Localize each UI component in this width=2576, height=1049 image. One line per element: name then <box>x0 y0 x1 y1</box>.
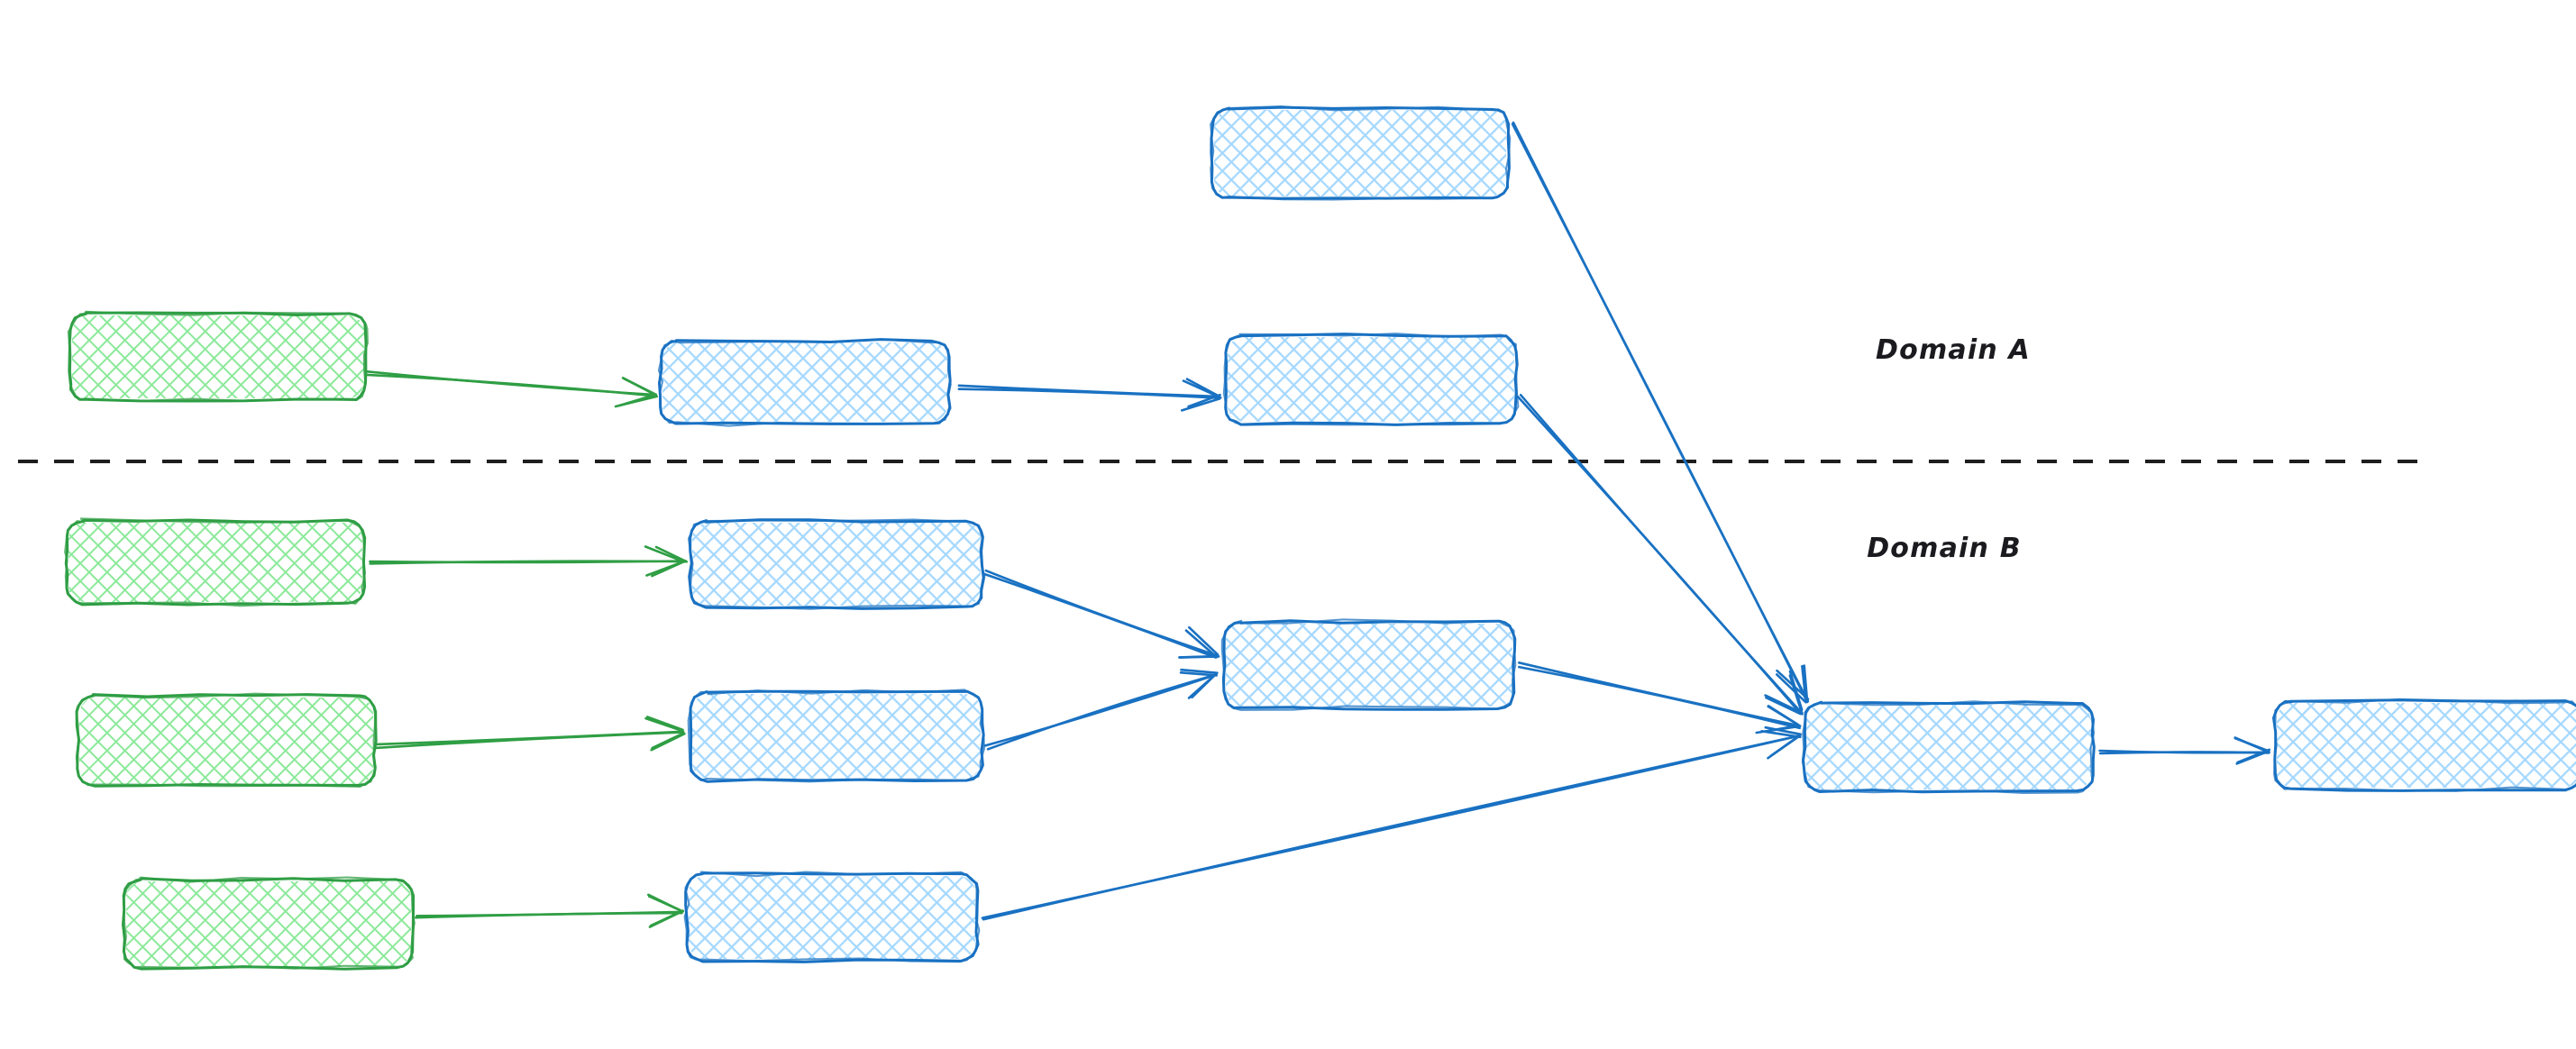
edge-b-source-2-to-b-stage-2 <box>374 716 686 752</box>
node-a-source-1[interactable] <box>67 310 369 403</box>
node-fill <box>126 881 411 966</box>
labels-layer: Domain A Domain B <box>1867 334 2031 564</box>
node-outline <box>683 871 981 963</box>
node-b-source-2[interactable] <box>75 692 378 788</box>
edge-a-stage-2-to-b-hub <box>1516 394 1804 716</box>
node-outline <box>1222 333 1520 426</box>
edge-a-source-1-to-a-stage-1 <box>364 369 659 408</box>
node-a-top-node[interactable] <box>1210 105 1512 201</box>
node-fill <box>72 315 364 398</box>
edge-b-source-1-to-b-stage-1 <box>369 545 689 578</box>
node-outline <box>2273 698 2576 792</box>
node-outline <box>1220 618 1517 711</box>
node-b-source-3[interactable] <box>122 876 416 971</box>
node-fill <box>1228 337 1514 422</box>
node-b-merge[interactable] <box>1220 618 1517 711</box>
edge-b-stage-1-to-b-merge <box>982 569 1220 659</box>
label-domain-b: Domain B <box>1867 533 2022 564</box>
nodes-layer <box>64 105 2576 971</box>
node-fill <box>692 694 981 779</box>
node-fill <box>1214 110 1506 196</box>
node-b-hub[interactable] <box>1801 700 2096 794</box>
node-fill <box>1226 624 1512 707</box>
node-b-source-1[interactable] <box>64 517 367 607</box>
node-fill <box>1806 705 2091 789</box>
edge-b-merge-to-b-hub <box>1518 661 1802 734</box>
node-outline <box>64 517 366 607</box>
node-outline <box>1221 619 1517 711</box>
node-fill <box>2277 703 2576 788</box>
edge-b-hub-to-b-output <box>2098 736 2270 765</box>
node-outline <box>1802 700 2096 794</box>
node-outline <box>688 518 986 610</box>
node-fill <box>69 523 362 602</box>
node-a-stage-2[interactable] <box>1222 333 1520 426</box>
edge-b-source-3-to-b-stage-3 <box>415 893 685 928</box>
node-a-stage-1[interactable] <box>657 338 952 427</box>
node-outline <box>67 310 369 402</box>
node-fill <box>692 523 981 606</box>
edges-layer <box>364 121 2270 928</box>
node-outline <box>75 692 377 788</box>
node-outline <box>687 689 985 783</box>
node-outline <box>1801 700 2096 794</box>
edge-b-stage-3-to-b-hub <box>981 725 1802 921</box>
node-b-stage-1[interactable] <box>688 518 986 610</box>
label-domain-a: Domain A <box>1876 334 2031 366</box>
edge-a-top-node-to-b-hub <box>1511 121 1810 704</box>
node-b-stage-2[interactable] <box>687 689 985 783</box>
node-outline <box>123 876 416 970</box>
node-b-stage-3[interactable] <box>683 871 981 963</box>
edge-b-stage-2-to-b-merge <box>983 668 1219 751</box>
node-b-output[interactable] <box>2272 698 2576 792</box>
node-fill <box>689 876 975 959</box>
edge-a-stage-1-to-a-stage-2 <box>957 378 1222 412</box>
node-outline <box>657 338 952 427</box>
node-fill <box>662 342 947 422</box>
node-outline <box>1210 105 1512 201</box>
node-fill <box>79 698 373 784</box>
